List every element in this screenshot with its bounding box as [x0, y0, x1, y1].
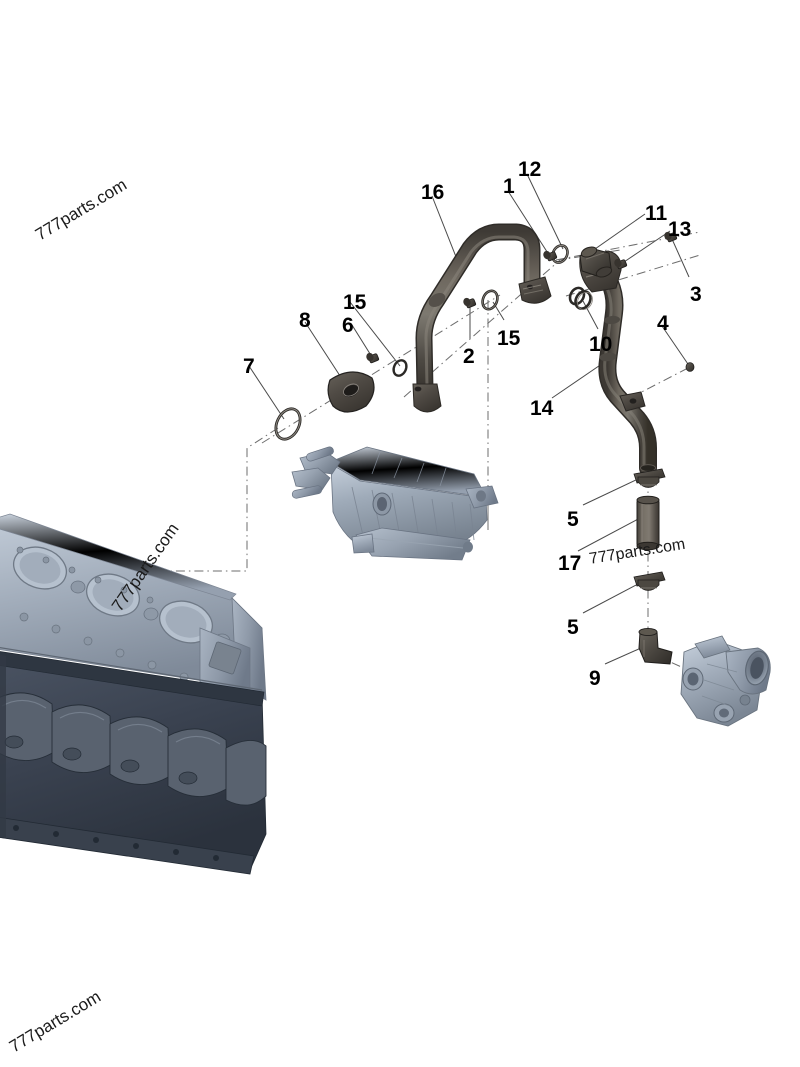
engine-cylinder-block: [0, 513, 267, 875]
callout-6: 6: [342, 314, 354, 337]
part-13-bolt: [614, 258, 628, 270]
part-4-bolt: [685, 362, 695, 372]
part-14-oil-tube-lower: [579, 250, 657, 477]
part-2-bolt: [463, 297, 477, 309]
leader-5b: [582, 582, 641, 614]
part-5-hose-clamp-upper: [633, 468, 666, 488]
leader-8: [304, 321, 345, 383]
leader-1: [507, 190, 552, 259]
callout-4: 4: [657, 312, 669, 335]
callout-12: 12: [518, 158, 542, 181]
leader-15a: [349, 301, 401, 367]
part-3-bolt: [664, 231, 678, 243]
leader-3: [671, 238, 690, 278]
leader-4: [661, 325, 691, 368]
callout-5-lower: 5: [567, 616, 579, 639]
centerline-to-block: [59, 427, 279, 572]
part-17-rubber-hose: [636, 495, 660, 551]
callout-9: 9: [589, 667, 601, 690]
callout-14: 14: [530, 397, 554, 420]
leader-7: [248, 365, 285, 420]
callout-8: 8: [299, 309, 311, 332]
leader-9: [604, 647, 642, 665]
leader-10: [582, 300, 599, 330]
thermostat-housing: [680, 635, 771, 727]
centerline-connector: [555, 231, 701, 261]
leader-6: [351, 324, 373, 358]
centerline-gasket-axis: [261, 294, 501, 444]
leader-17: [577, 517, 641, 552]
callout-17: 17: [558, 552, 582, 575]
centerline-connector2: [565, 254, 701, 297]
part-10-o-ring-b: [577, 292, 593, 310]
part-11-connector-fitting: [579, 246, 613, 278]
leader-lines: [248, 173, 691, 665]
bolts: [366, 231, 695, 372]
callout-13: 13: [668, 218, 692, 241]
callout-5-upper: 5: [567, 508, 579, 531]
callout-15-center: 15: [497, 327, 521, 350]
part-6-bolt: [366, 352, 380, 364]
callout-15-upper: 15: [343, 291, 367, 314]
callout-2: 2: [463, 345, 475, 368]
part-16-oil-tube-upper: [412, 223, 552, 413]
leader-13: [620, 230, 671, 265]
o-rings: [274, 244, 593, 441]
callout-1: 1: [503, 175, 515, 198]
leader-5a: [582, 477, 641, 506]
callout-11: 11: [645, 202, 668, 225]
part-15-o-ring-right: [568, 286, 586, 306]
part-5-hose-clamp-lower: [633, 571, 666, 591]
callout-3: 3: [690, 283, 702, 306]
part-9-elbow-fitting: [638, 627, 673, 665]
part-15-o-ring-gasket: [392, 359, 408, 377]
leader-12: [526, 173, 564, 250]
callout-16: 16: [421, 181, 445, 204]
part-8-gasket-plate: [327, 371, 375, 413]
callout-10: 10: [589, 333, 613, 356]
part-1-bolt: [543, 250, 558, 262]
oil-cooler-housing: [291, 446, 499, 561]
centerline-bolt4: [629, 367, 689, 399]
callout-7: 7: [243, 355, 255, 378]
